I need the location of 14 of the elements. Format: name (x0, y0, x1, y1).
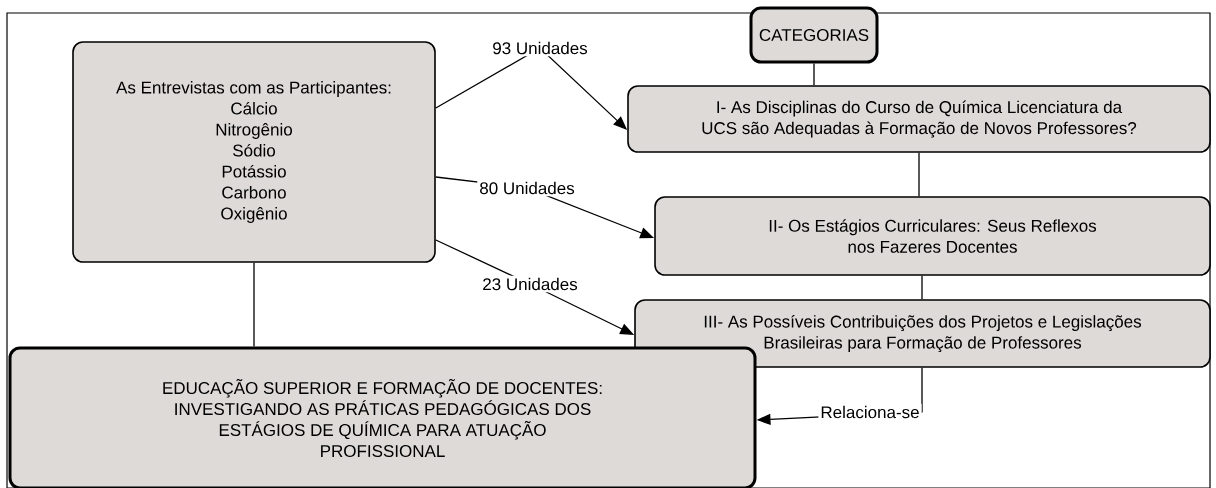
edge-label: 80 Unidades (477, 179, 577, 197)
edge-label: 23 Unidades (480, 275, 580, 293)
category-box: II- Os Estágios Curriculares: Seus Reflexos nos Fazeres Docentes (654, 196, 1211, 276)
title-box: EDUCAÇÃO SUPERIOR E FORMAÇÃO DE DOCENTES: INVESTIGANDO AS PRÁTICAS PEDAGÓGICAS DOS ESTÁGIOS DE QUÍMICA PARA ATUAÇÃO PROFISSIONAL (8, 346, 757, 488)
edge-label: 93 Unidades (490, 39, 590, 57)
participants-box: As Entrevistas com as Participantes: Cálcio Nitrogênio Sódio Potássio Carbono Oxigênio (72, 41, 436, 263)
connector-line (813, 62, 815, 86)
category-box: I- As Disciplinas do Curso de Química Licenciatura da UCS são Adequadas à Formação de Novos Professores? (627, 85, 1211, 153)
connector-line (921, 275, 923, 300)
connector-line (253, 262, 255, 348)
heading-box: CATEGORIAS (749, 6, 879, 64)
connector-line (918, 152, 920, 197)
category-box: III- As Possíveis Contribuições dos Projetos e Legislações Brasileiras para Formação de Professores (634, 299, 1211, 368)
edge-label: Relaciona-se (818, 403, 922, 421)
